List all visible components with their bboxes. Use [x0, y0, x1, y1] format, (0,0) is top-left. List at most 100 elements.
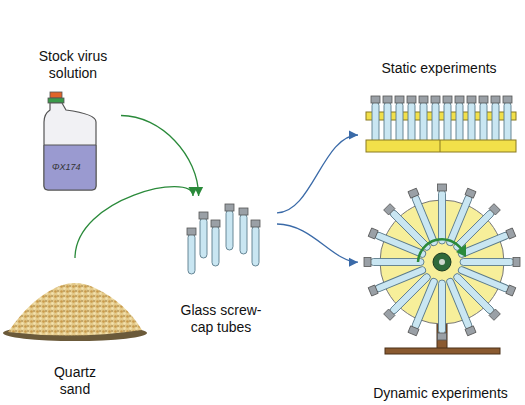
- tube-part: [364, 258, 371, 267]
- node-label: Dynamic experiments: [373, 385, 508, 402]
- flow-line: [121, 116, 199, 197]
- tube-part: [384, 309, 395, 320]
- tube-part: [506, 285, 516, 296]
- tube-part: [188, 234, 195, 274]
- tube-part: [503, 96, 512, 103]
- tube: [239, 208, 248, 254]
- tube-part: [212, 226, 219, 266]
- sand-pile-part: [8, 283, 142, 336]
- tube: [457, 228, 516, 259]
- screw-cap-tubes: [187, 204, 260, 274]
- tube: [408, 188, 439, 247]
- tube-part: [411, 194, 438, 247]
- tube-part: [431, 96, 440, 103]
- tube-part: [439, 280, 446, 334]
- tube-part: [446, 277, 473, 330]
- tube-part: [465, 188, 476, 198]
- virus-bottle: [44, 92, 96, 190]
- tube-part: [252, 226, 259, 266]
- tube-part: [479, 96, 488, 103]
- tube-part: [226, 210, 233, 250]
- tube-part: [419, 96, 428, 103]
- rotating-wheel-part: [456, 244, 466, 257]
- flow-line: [277, 224, 358, 262]
- tube-part: [407, 96, 416, 103]
- tube-part: [395, 96, 404, 103]
- flow-line: [75, 187, 193, 258]
- flow-arrow: [277, 224, 358, 267]
- tube-part: [491, 96, 500, 103]
- virus-bottle-part: [44, 103, 96, 190]
- flow-arrow: [75, 187, 198, 258]
- wheel-tubes: [364, 184, 520, 340]
- tube-part: [200, 218, 207, 258]
- tube: [225, 204, 234, 250]
- sand-pile: [3, 283, 147, 341]
- tube: [438, 184, 447, 244]
- tube-part: [460, 259, 514, 266]
- arrow-head: [349, 131, 358, 140]
- tube-part: [489, 204, 500, 215]
- arrow-head: [189, 187, 198, 196]
- tube-part: [211, 220, 220, 227]
- tube: [364, 258, 424, 267]
- illustration-node: Glass screw-cap tubes: [165, 196, 277, 336]
- tube: [199, 212, 208, 258]
- flow-arrow: [277, 131, 358, 213]
- tube-part: [455, 96, 464, 103]
- arrow-head: [349, 258, 358, 267]
- tube-part: [199, 212, 208, 219]
- tube-part: [251, 220, 260, 227]
- tube-part: [240, 214, 247, 254]
- tube-part: [506, 228, 516, 239]
- node-label: Static experiments: [381, 60, 496, 77]
- tube-part: [443, 96, 452, 103]
- tube-part: [383, 96, 392, 103]
- virus-bottle-part: [48, 98, 64, 103]
- static-rack-part: [366, 140, 516, 152]
- tube: [460, 258, 520, 267]
- flow-line: [277, 135, 358, 213]
- rotating-wheel-part: [439, 259, 445, 265]
- static-rack: [366, 96, 516, 152]
- tube-part: [465, 326, 476, 336]
- tube-part: [371, 96, 380, 103]
- illustration-node: Quartz sand: [5, 258, 145, 398]
- tube-part: [374, 266, 427, 293]
- static-rack-part: [440, 140, 441, 152]
- virus-bottle-part: [44, 145, 96, 190]
- tube-part: [439, 190, 446, 244]
- tube: [187, 228, 196, 274]
- rotating-wheel-part: [385, 348, 500, 354]
- tube-part: [370, 259, 424, 266]
- tube: [251, 220, 260, 266]
- virus-bottle-part: [50, 92, 62, 98]
- node-label: Quartz sand: [39, 364, 111, 398]
- tube: [211, 220, 220, 266]
- bottle-label: ΦX174: [52, 162, 81, 172]
- tube-part: [187, 228, 196, 235]
- rotating-wheel: [364, 184, 520, 354]
- tube: [438, 280, 447, 340]
- tube-part: [513, 258, 520, 267]
- illustration-node: Stock virus solution: [25, 48, 121, 198]
- illustration-node: Dynamic experiments: [358, 180, 523, 402]
- tube-part: [239, 208, 248, 215]
- node-label: Stock virus solution: [27, 48, 119, 82]
- illustration-node: Static experiments: [358, 60, 520, 160]
- tube-part: [368, 228, 378, 239]
- flow-arrow: [121, 116, 203, 197]
- tube-part: [408, 326, 419, 336]
- tube: [445, 277, 476, 336]
- tube: [368, 265, 427, 296]
- node-label: Glass screw-cap tubes: [171, 302, 271, 336]
- tube-part: [467, 96, 476, 103]
- tube-part: [225, 204, 234, 211]
- tube-part: [438, 333, 447, 340]
- tube-part: [384, 204, 395, 215]
- rotating-wheel-part: [433, 253, 451, 271]
- tube-part: [438, 184, 447, 191]
- tube-part: [489, 309, 500, 320]
- tube-part: [408, 188, 419, 198]
- tube-part: [368, 285, 378, 296]
